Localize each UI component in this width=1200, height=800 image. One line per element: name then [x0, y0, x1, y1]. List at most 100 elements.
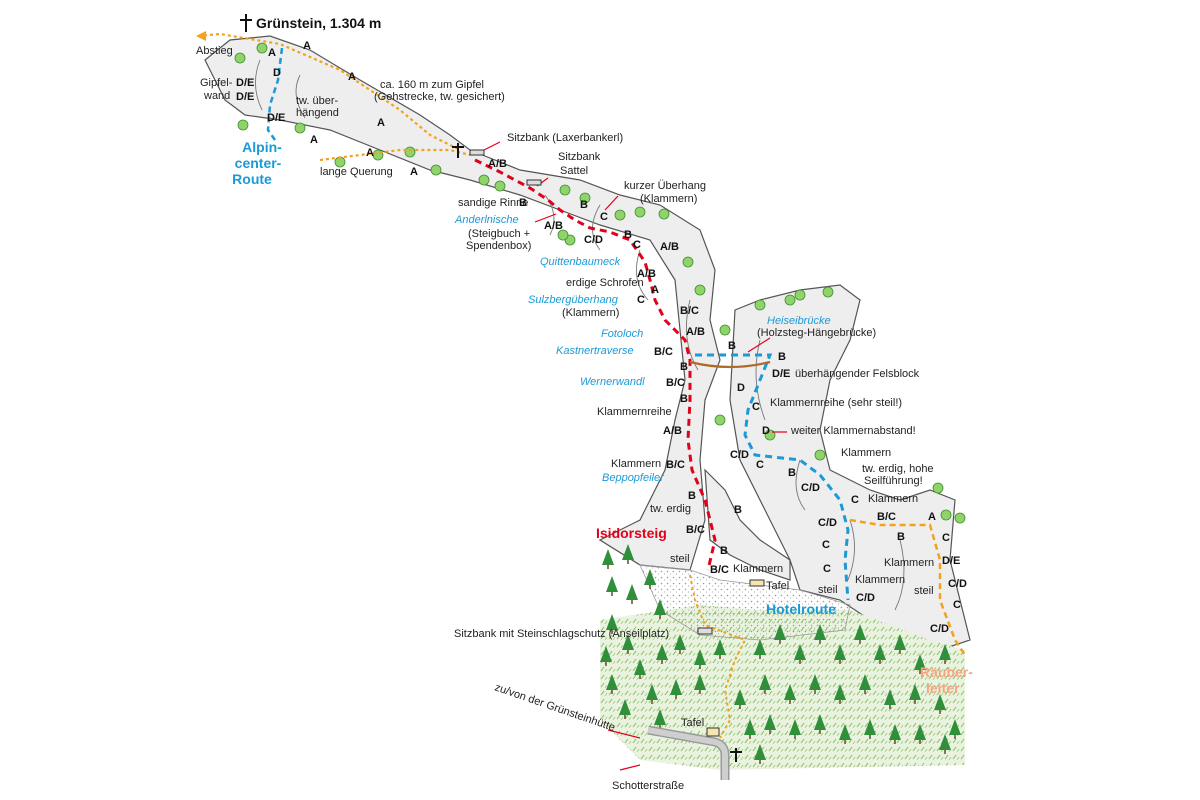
- tree-icon: [634, 659, 646, 679]
- grade: B: [580, 199, 588, 211]
- label-erdig: tw. erdig, hohe: [862, 463, 934, 475]
- grade: B/C: [680, 305, 699, 317]
- rock-shading: [255, 59, 905, 611]
- route-label: Räuber-: [920, 664, 973, 680]
- shrub-icon: [940, 509, 952, 521]
- grade: C/D: [930, 623, 949, 635]
- bench-icon: [526, 179, 542, 186]
- label-klammern: Klammern: [884, 557, 934, 569]
- shrub-icon: [237, 119, 249, 131]
- label-querung: lange Querung: [320, 166, 393, 178]
- tree-icon: [626, 584, 638, 604]
- difficulty-grades: A A A D/E D D/E D/E A A A A A/B B B C A/…: [236, 40, 967, 635]
- label-gipfel: (Gehstrecke, tw. gesichert): [374, 91, 505, 103]
- grade: B: [897, 531, 905, 543]
- shrub-icon: [494, 180, 506, 192]
- grade: D/E: [942, 555, 960, 567]
- heisei-bridge: [689, 360, 771, 369]
- route-label: Alpin-: [242, 139, 282, 155]
- label-felsblock: überhängender Felsblock: [795, 368, 920, 380]
- tree-icon: [644, 569, 656, 589]
- poi-sulzberg: Sulzbergüberhang: [528, 294, 619, 306]
- poi-fotoloch: Fotoloch: [601, 328, 643, 340]
- tree-icon: [839, 724, 851, 744]
- shrub-icon: [478, 174, 490, 186]
- label-gipfelwand: Gipfel-: [200, 77, 233, 89]
- tree-icon: [814, 624, 826, 644]
- grade: D: [273, 67, 281, 79]
- tree-icon: [759, 674, 771, 694]
- poi-beppopfeiler: Beppopfeiler: [602, 472, 665, 484]
- grade: C: [953, 599, 961, 611]
- grade: A: [410, 166, 418, 178]
- poi-heiseibruecke: Heiseibrücke: [767, 315, 831, 327]
- shrub-icon: [404, 146, 416, 158]
- route-label: Route: [232, 171, 272, 187]
- grade: A/B: [686, 326, 705, 338]
- tree-icon: [646, 684, 658, 704]
- tree-icon: [834, 684, 846, 704]
- approach-trail: [197, 32, 471, 162]
- tree-icon: [670, 679, 682, 699]
- shrub-icon: [634, 206, 646, 218]
- label-abstieg: Abstieg: [196, 45, 233, 57]
- shrub-icon: [559, 184, 571, 196]
- poi-wernerwandl: Wernerwandl: [580, 376, 645, 388]
- grade: C: [600, 211, 608, 223]
- tree-icon: [889, 724, 901, 744]
- label-gipfelwand: wand: [203, 90, 230, 102]
- label-klammern: Klammern: [733, 563, 783, 575]
- tree-icon: [859, 674, 871, 694]
- grade: C/D: [801, 482, 820, 494]
- tree-icon: [694, 649, 706, 669]
- tree-icon: [754, 639, 766, 659]
- label-klammern: Klammern: [868, 493, 918, 505]
- tree-icon: [914, 654, 926, 674]
- grade: C/D: [730, 449, 749, 461]
- hotelroute: [695, 353, 850, 601]
- shrub-icon: [579, 192, 591, 204]
- sign-icon: [706, 727, 720, 737]
- grade: D/E: [236, 77, 254, 89]
- shrub-icon: [294, 122, 306, 134]
- route-label: center-: [235, 155, 282, 171]
- grade: A/B: [488, 158, 507, 170]
- raeuberleiter-route: [849, 518, 967, 656]
- grade: A/B: [637, 268, 656, 280]
- grade: C/D: [584, 234, 603, 246]
- grade: D/E: [772, 368, 790, 380]
- grade: C: [851, 494, 859, 506]
- access-trail: [689, 574, 747, 739]
- shrub-icon: [694, 284, 706, 296]
- tree-icon: [809, 674, 821, 694]
- points-of-interest: Anderlnische Quittenbaumeck Sulzbergüber…: [454, 214, 831, 484]
- label-anseilplatz: Sitzbank mit Steinschlagschutz (Anseilpl…: [454, 628, 669, 640]
- grade: A/B: [660, 241, 679, 253]
- tree-icon: [714, 639, 726, 659]
- grade: B/C: [666, 459, 685, 471]
- start-cross-icon: [452, 143, 464, 158]
- grade: D/E: [236, 91, 254, 103]
- grade: B/C: [710, 564, 729, 576]
- tree-icon: [754, 744, 766, 764]
- label-klammern: Klammern: [855, 574, 905, 586]
- tree-icon: [884, 689, 896, 709]
- grade: A: [268, 47, 276, 59]
- label-ueberhang: kurzer Überhang: [624, 180, 706, 192]
- grade: A/B: [663, 425, 682, 437]
- label-klammernabstand: weiter Klammernabstand!: [790, 425, 916, 437]
- grade: B/C: [654, 346, 673, 358]
- grade: A: [928, 511, 936, 523]
- shrub-icon: [256, 42, 268, 54]
- grade: A: [303, 40, 311, 52]
- route-label: Hotelroute: [766, 601, 836, 617]
- label-schotterstrasse: Schotterstraße: [612, 780, 684, 792]
- tree-icon: [774, 624, 786, 644]
- tree-icon: [784, 684, 796, 704]
- poi-quittenbaumeck: Quittenbaumeck: [540, 256, 621, 268]
- grade: C: [942, 532, 950, 544]
- grade: B: [720, 545, 728, 557]
- tree-icon: [794, 644, 806, 664]
- shrub-icon: [794, 289, 806, 301]
- grade: A/B: [544, 220, 563, 232]
